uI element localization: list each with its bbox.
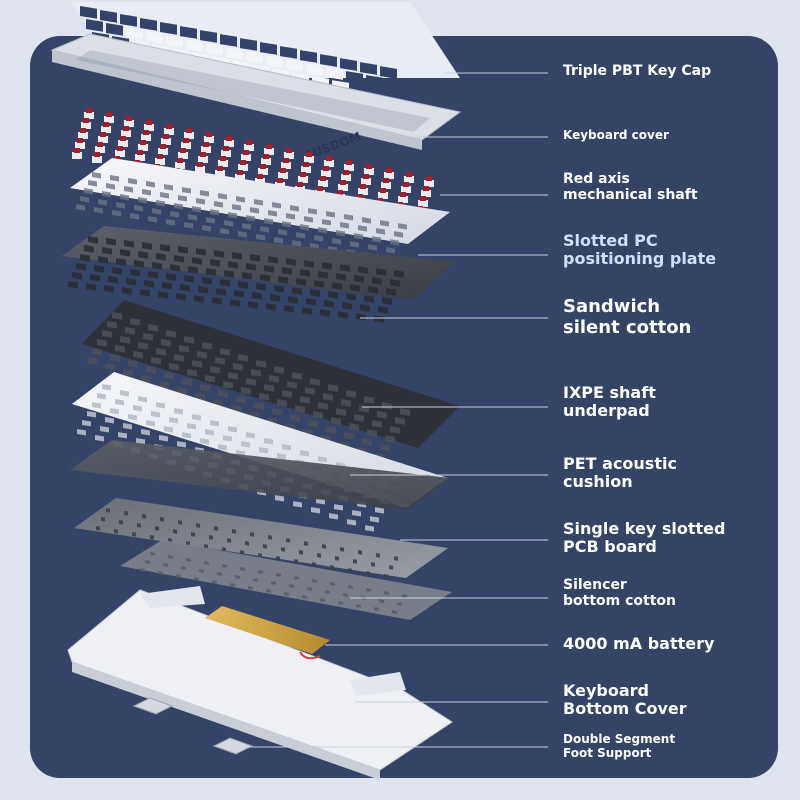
label-double-segment-foot-support: Double Segment Foot Support [563, 732, 676, 760]
label-4000-ma-battery: 4000 mA battery [563, 634, 715, 653]
foot-right [212, 737, 254, 755]
silencer-cotton-layer [120, 540, 452, 620]
label-slotted-pc-positioning-plate: Slotted PC positioning plate [563, 231, 717, 269]
label-keyboard-cover: Keyboard cover [563, 128, 669, 142]
ixpe-underpad-layer [82, 300, 460, 461]
label-ixpe-shaft-underpad: IXPE shaft underpad [563, 383, 656, 421]
label-pet-acoustic-cushion: PET acoustic cushion [563, 454, 677, 492]
foot-support-layer [132, 697, 254, 755]
pet-cushion-dark-layer [70, 440, 450, 510]
battery-icon [205, 606, 330, 654]
label-silencer-bottom-cotton: Silencer bottom cotton [563, 577, 676, 610]
pc-plate-layer [70, 158, 450, 262]
label-single-key-slotted-pcb-board: Single key slotted PCB board [563, 519, 726, 557]
foot-left [132, 697, 174, 715]
label-triple-pbt-key-cap: Triple PBT Key Cap [563, 63, 712, 79]
sandwich-cotton-layer [62, 226, 455, 323]
label-sandwich-silent-cotton: Sandwich silent cotton [563, 296, 692, 338]
leader-lines [245, 72, 548, 748]
label-red-axis-mechanical-shaft: Red axis mechanical shaft [563, 171, 698, 204]
label-keyboard-bottom-cover: Keyboard Bottom Cover [563, 681, 687, 719]
bottom-cover-layer [67, 586, 453, 780]
